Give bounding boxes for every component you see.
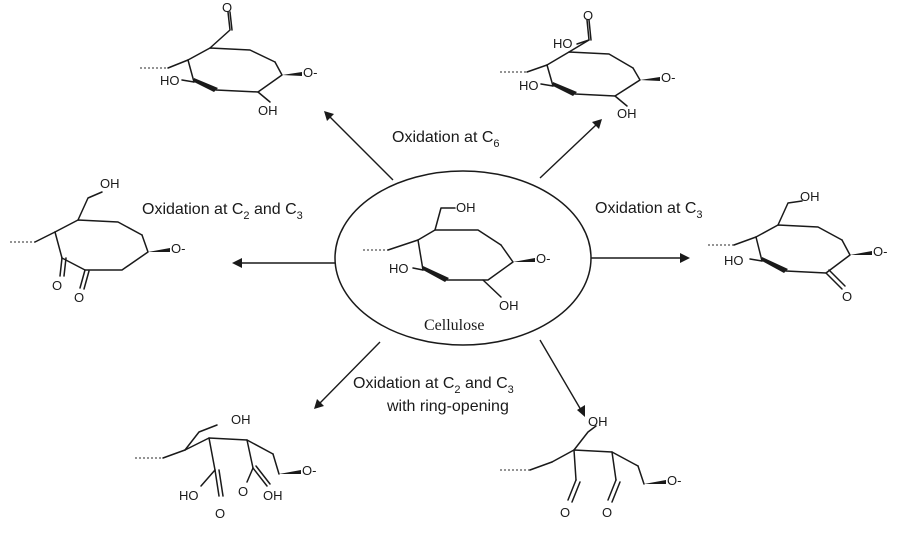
molecule-c3-ketone: OH HO O O-	[708, 189, 887, 304]
atom-o-link: O-	[302, 463, 316, 478]
atom-ho: HO	[179, 488, 199, 503]
atom-o-link: O-	[667, 473, 681, 488]
atom-o: O	[222, 0, 232, 15]
molecule-dialdehyde: OH O O O-	[500, 414, 681, 520]
atom-o: O	[238, 484, 248, 499]
label-oxidation-ring-opening-line1: Oxidation at C2 and C3	[353, 375, 514, 396]
atom-ho: HO	[724, 253, 744, 268]
atom-oh: OH	[258, 103, 278, 118]
atom-oh: OH	[617, 106, 637, 121]
atom-oh: OH	[100, 176, 120, 191]
atom-ho: HO	[160, 73, 180, 88]
atom-oh: OH	[499, 298, 519, 313]
label-oxidation-c2-c3: Oxidation at C2 and C3	[142, 201, 303, 222]
center-label-cellulose: Cellulose	[424, 317, 484, 334]
arrow-upper-right	[539, 119, 602, 179]
atom-ho: HO	[553, 36, 573, 51]
atom-o: O	[74, 290, 84, 305]
atom-ho: HO	[389, 261, 409, 276]
label-oxidation-c3: Oxidation at C3	[595, 200, 703, 221]
atom-o: O	[602, 505, 612, 520]
arrow-upper-left	[324, 111, 394, 181]
atom-oh: OH	[800, 189, 820, 204]
arrow-left	[232, 258, 335, 268]
molecule-c2-c3-diketone: OH O O O-	[10, 176, 185, 305]
label-oxidation-c6: Oxidation at C6	[392, 129, 500, 150]
atom-o-link: O-	[171, 241, 185, 256]
atom-o-link: O-	[661, 70, 675, 85]
atom-oh: OH	[456, 200, 476, 215]
atom-o: O	[842, 289, 852, 304]
arrow-lower-left	[314, 341, 381, 409]
arrow-right	[591, 253, 690, 263]
atom-o-link: O-	[303, 65, 317, 80]
atom-o: O	[583, 8, 593, 23]
arrow-lower-right	[539, 339, 585, 417]
atom-ho: HO	[519, 78, 539, 93]
molecule-c6-aldehyde: O HO OH O-	[140, 0, 317, 118]
atom-oh: OH	[263, 488, 283, 503]
atom-o-link: O-	[873, 244, 887, 259]
label-oxidation-ring-opening-line2: with ring-opening	[386, 398, 509, 415]
molecule-dicarboxylic-acid: OH HO O O OH O-	[135, 412, 316, 521]
atom-o: O	[215, 506, 225, 521]
molecule-c6-carboxylic-acid: O HO HO OH O-	[500, 8, 675, 121]
molecule-cellulose: OH HO OH O-	[363, 200, 550, 313]
atom-o: O	[560, 505, 570, 520]
atom-o: O	[52, 278, 62, 293]
atom-oh: OH	[588, 414, 608, 429]
atom-o-link: O-	[536, 251, 550, 266]
atom-oh: OH	[231, 412, 251, 427]
